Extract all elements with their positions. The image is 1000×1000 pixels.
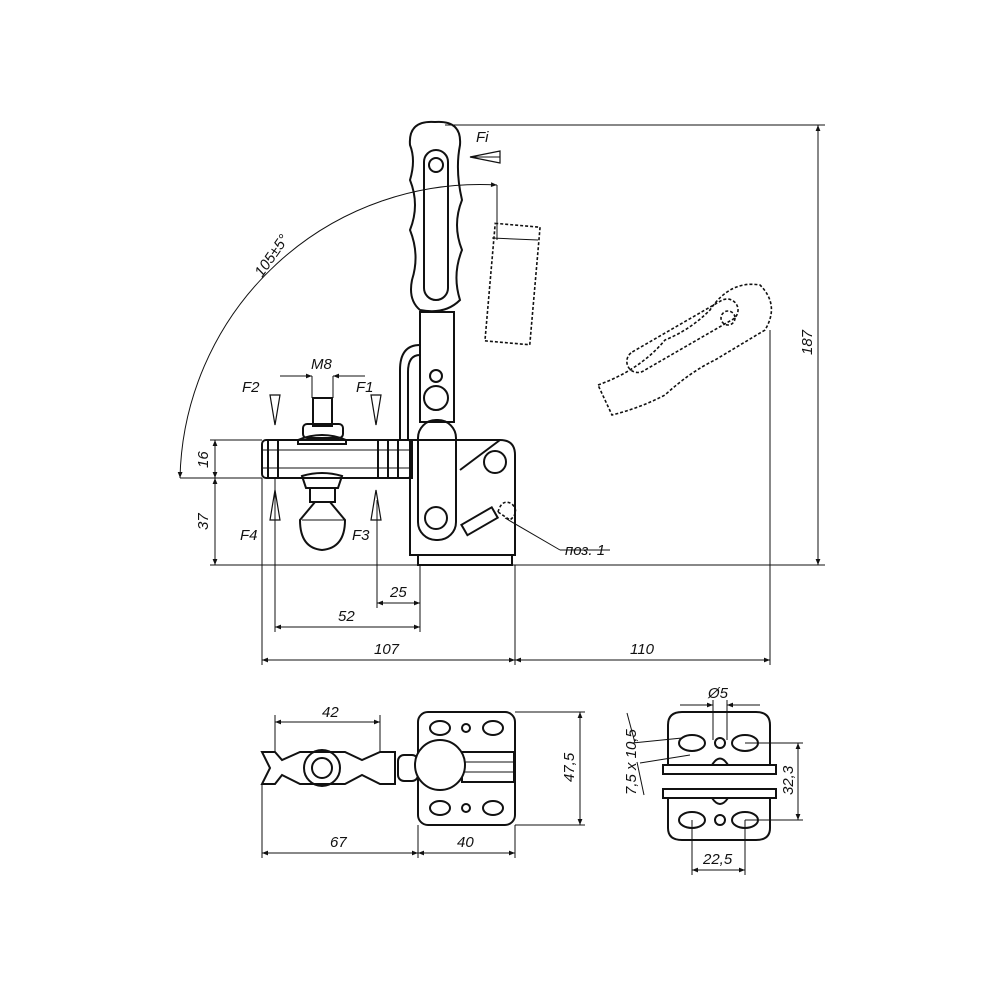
base-plate-view: Ø5 32,3 22,5 7,5 x 10,5 xyxy=(623,685,803,875)
f1-label: F1 xyxy=(356,379,374,396)
top-view: 42 67 40 47,5 xyxy=(260,704,585,858)
force-handle-label: Fi xyxy=(476,129,489,146)
side-view: 105±5° Fi M8 F2 F1 F4 F3 xyxy=(177,120,825,665)
clamp-body xyxy=(409,419,517,566)
spindle xyxy=(297,397,347,552)
position-label: поз. 1 xyxy=(565,542,605,559)
clamp-arm xyxy=(261,439,413,479)
thread-label: M8 xyxy=(311,356,332,373)
dim-32-3: 32,3 xyxy=(780,765,797,795)
handle xyxy=(408,120,464,313)
dimension-lines xyxy=(180,124,825,665)
f4-label: F4 xyxy=(240,527,258,544)
arm-open-position xyxy=(484,222,541,346)
dim-67: 67 xyxy=(330,834,347,851)
slot-size: 7,5 x 10,5 xyxy=(623,728,640,795)
dim-107: 107 xyxy=(374,641,400,658)
dim-187: 187 xyxy=(799,329,816,355)
dim-16: 16 xyxy=(195,451,212,468)
dim-22-5: 22,5 xyxy=(702,851,733,868)
hole-diameter: Ø5 xyxy=(707,685,729,702)
dim-40: 40 xyxy=(457,834,474,851)
dim-110: 110 xyxy=(630,641,655,658)
dim-37: 37 xyxy=(195,513,212,530)
handle-open-position xyxy=(596,283,773,416)
f3-label: F3 xyxy=(352,527,370,544)
dim-52: 52 xyxy=(338,608,355,625)
dim-47-5: 47,5 xyxy=(561,752,578,782)
f2-label: F2 xyxy=(242,379,260,396)
angle-arc xyxy=(177,182,498,479)
dim-25: 25 xyxy=(389,584,407,601)
dim-42: 42 xyxy=(322,704,339,721)
rod xyxy=(419,311,455,423)
